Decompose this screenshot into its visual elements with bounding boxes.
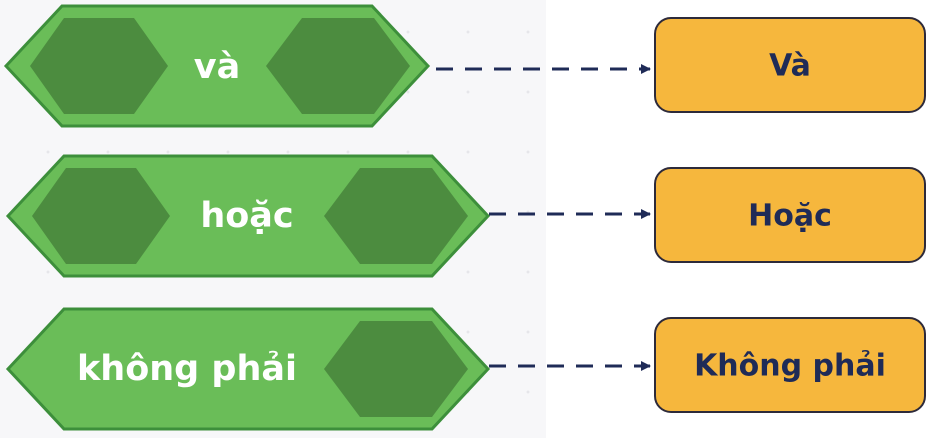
not-block[interactable]: không phải [5, 307, 491, 431]
not-translation-label: Không phải [694, 349, 886, 384]
or-translation-label: Hoặc [748, 199, 832, 234]
not-right-slot [324, 321, 468, 417]
and-block[interactable]: và [3, 4, 431, 128]
and-block-label: và [194, 47, 240, 87]
not-block-label: không phải [77, 349, 297, 389]
or-left-slot [32, 168, 170, 264]
or-translation-box: Hoặc [654, 167, 926, 263]
and-translation-label: Và [769, 49, 811, 84]
or-right-slot [324, 168, 468, 264]
and-left-slot [30, 18, 168, 114]
or-block-label: hoặc [200, 196, 293, 236]
or-block[interactable]: hoặc [5, 154, 491, 278]
and-translation-box: Và [654, 17, 926, 113]
not-translation-box: Không phải [654, 317, 926, 413]
and-right-slot [266, 18, 410, 114]
